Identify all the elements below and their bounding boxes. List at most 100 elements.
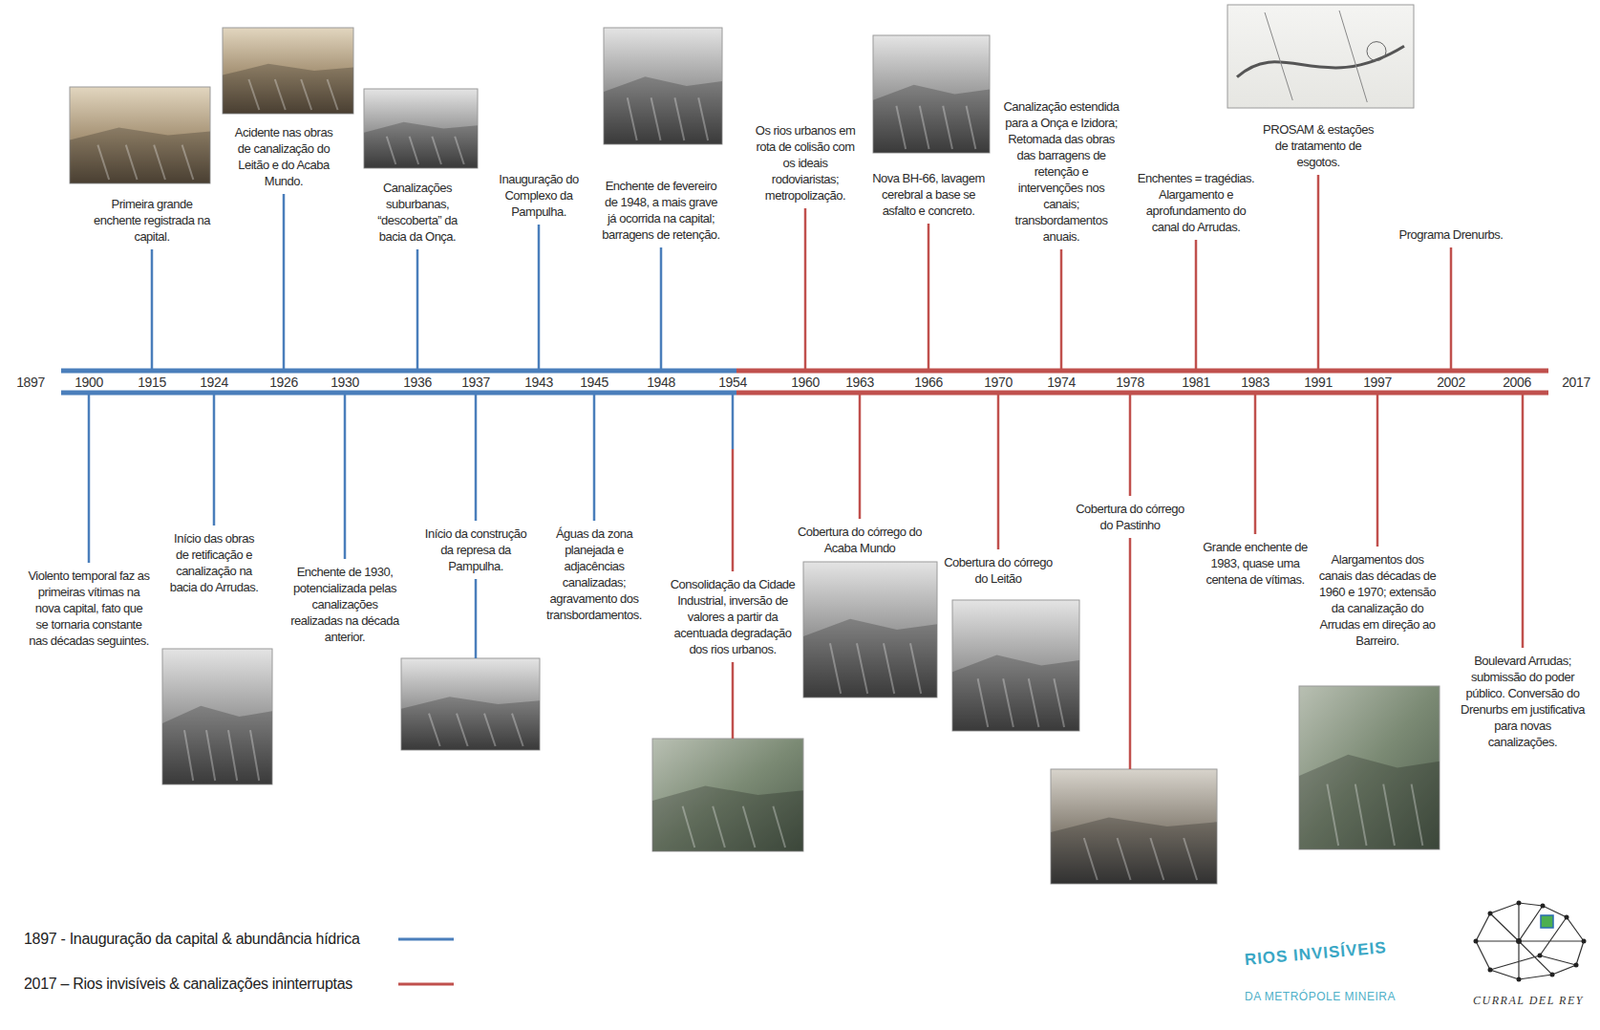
- year-label: 1981: [1181, 374, 1211, 390]
- event-text: Violento temporal faz as primeiras vítim…: [27, 567, 150, 649]
- timeline-stem: [474, 394, 478, 521]
- photo-illustration: [222, 27, 354, 114]
- year-label: 1963: [845, 374, 875, 390]
- legend-text: 1897 - Inauguração da capital & abundânc…: [23, 929, 361, 949]
- year-label: 1945: [579, 374, 609, 390]
- legend-swatch: [398, 982, 454, 986]
- photo-illustration: [1050, 768, 1217, 884]
- event-text: Início da construção da represa da Pampu…: [418, 525, 534, 575]
- event-text: Cobertura do córrego do Pastinho: [1067, 500, 1193, 534]
- event-text: Os rios urbanos em rota de colisão com o…: [748, 122, 862, 204]
- timeline-stem: [731, 448, 735, 572]
- logo-text: DA METRÓPOLE MINEIRA: [1244, 989, 1396, 1003]
- year-label: 1943: [524, 374, 554, 390]
- year-label: 1915: [137, 374, 167, 390]
- timeline-stem: [804, 208, 808, 369]
- timeline-stem: [1254, 394, 1258, 534]
- year-label: 1948: [646, 374, 676, 390]
- photo-illustration: [652, 738, 804, 852]
- logo-text: CURRAL DEL REY: [1472, 993, 1584, 1008]
- year-label: 1926: [269, 374, 299, 390]
- year-label: 1997: [1363, 374, 1392, 390]
- timeline-stem: [1194, 239, 1198, 369]
- timeline-axis: [61, 368, 737, 374]
- timeline-stem: [1129, 537, 1132, 769]
- timeline-stem: [87, 394, 91, 563]
- timeline-stem: [474, 578, 478, 659]
- event-text: Cobertura do córrego do Leitão: [940, 554, 1056, 587]
- timeline-stem: [593, 394, 597, 521]
- timeline-stem: [416, 249, 420, 369]
- event-text: Águas da zona planejada e adjacências ca…: [541, 525, 647, 623]
- logo-text: RIOS INVISÍVEIS: [1243, 938, 1387, 970]
- event-text: Inauguração do Complexo da Pampulha.: [490, 170, 587, 220]
- timeline-axis: [736, 368, 1549, 374]
- photo-illustration: [162, 648, 273, 785]
- timeline-stem: [731, 394, 735, 449]
- event-text: Cobertura do córrego do Acaba Mundo: [792, 523, 927, 556]
- event-text: Boulevard Arrudas; submissão do poder pú…: [1460, 652, 1585, 750]
- event-text: Grande enchente de 1983, quase uma cente…: [1197, 538, 1313, 588]
- timeline-stem: [997, 394, 1001, 550]
- photo-illustration: [803, 561, 938, 698]
- year-label: 1897: [16, 374, 45, 390]
- photo-illustration: [363, 88, 478, 169]
- event-text: Nova BH-66, lavagem cerebral a base se a…: [866, 170, 991, 219]
- timeline-stem: [1060, 249, 1064, 369]
- event-text: Programa Drenurbs.: [1388, 226, 1514, 243]
- timeline-stem: [858, 394, 862, 519]
- timeline-axis: [736, 390, 1549, 396]
- event-text: Consolidação da Cidade Industrial, inver…: [665, 576, 800, 658]
- year-label: 1900: [74, 374, 104, 390]
- timeline-axis: [61, 390, 737, 396]
- timeline-stem: [1129, 394, 1132, 496]
- event-text: Início das obras de retificação e canali…: [166, 530, 262, 596]
- photo-illustration: [69, 86, 211, 184]
- photo-illustration: [401, 658, 540, 750]
- event-text: Enchente de fevereiro de 1948, a mais gr…: [598, 177, 724, 243]
- event-text: Canalizações suburbanas, “descoberta” da…: [363, 179, 471, 245]
- year-label: 1930: [330, 374, 360, 390]
- timeline-stem: [1376, 394, 1380, 547]
- year-label: 1954: [718, 374, 747, 390]
- timeline-stem: [537, 224, 541, 369]
- year-label: 1937: [461, 374, 491, 390]
- timeline-stem: [1317, 174, 1321, 369]
- timeline-stem: [1521, 394, 1525, 648]
- photo-illustration: [1227, 4, 1414, 108]
- legend-swatch: [398, 938, 454, 941]
- year-label: 1924: [199, 374, 229, 390]
- year-label: 1970: [983, 374, 1013, 390]
- year-label: 1991: [1303, 374, 1333, 390]
- year-label: 1978: [1115, 374, 1145, 390]
- photo-illustration: [952, 599, 1080, 731]
- timeline-stem: [213, 394, 216, 526]
- photo-illustration: [603, 27, 723, 145]
- timeline-stem: [1450, 247, 1453, 369]
- event-text: Enchentes = tragédias. Alargamento e apr…: [1133, 170, 1259, 235]
- timeline-stem: [343, 394, 347, 559]
- logo-network: [1473, 900, 1587, 982]
- year-label: 1936: [403, 374, 432, 390]
- timeline-stem: [660, 247, 663, 369]
- event-text: Primeira grande enchente registrada na c…: [93, 195, 211, 245]
- timeline-stem: [150, 249, 154, 369]
- year-label: 1983: [1240, 374, 1270, 390]
- year-label: 1974: [1046, 374, 1076, 390]
- event-text: PROSAM & estações de tratamento de esgot…: [1260, 121, 1376, 171]
- photo-illustration: [1299, 685, 1440, 850]
- timeline-stem: [282, 193, 286, 369]
- year-label: 1960: [790, 374, 820, 390]
- event-text: Enchente de 1930, potencializada pelas c…: [285, 563, 406, 645]
- timeline-stem: [731, 661, 735, 739]
- event-text: Alargamentos dos canais das décadas de 1…: [1315, 551, 1440, 649]
- legend-text: 2017 – Rios invisíveis & canalizações in…: [23, 974, 353, 994]
- year-label: 2017: [1561, 374, 1591, 390]
- photo-illustration: [873, 35, 990, 153]
- event-text: Canalização estendida para a Onça e Izid…: [1002, 98, 1122, 245]
- year-label: 1966: [914, 374, 943, 390]
- year-label: 2002: [1436, 374, 1466, 390]
- timeline-stem: [927, 223, 931, 369]
- year-label: 2006: [1502, 374, 1532, 390]
